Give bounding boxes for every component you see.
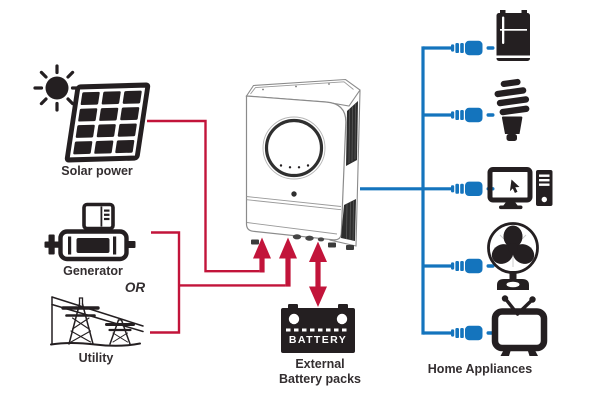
solar-wire (147, 119, 260, 273)
solar-panel-icon (64, 82, 151, 163)
generator-icon (44, 202, 136, 262)
utility-towers-icon (50, 296, 144, 347)
cfl-bulb-icon (494, 78, 530, 141)
battery-icon (281, 304, 355, 353)
generator-label: Generator (63, 264, 123, 278)
refrigerator-icon (496, 10, 530, 61)
or-label: OR (124, 280, 146, 295)
battery-packs-label: External Battery packs (279, 357, 361, 387)
power-plug-icon (451, 107, 495, 123)
inverter-illustration (245, 78, 361, 250)
battery-double-arrow (309, 241, 327, 307)
battery-packs-label-line2: Battery packs (279, 372, 361, 386)
table-fan-icon (487, 222, 539, 290)
dc-input-arrow (253, 237, 271, 273)
power-plug-icon (451, 325, 495, 341)
ac-output-wire (360, 46, 452, 335)
desktop-computer-icon (487, 167, 553, 210)
generator-utility-wire (150, 231, 286, 334)
home-appliances-label: Home Appliances (427, 362, 533, 376)
power-plug-icon (451, 40, 495, 56)
sun-icon (33, 64, 81, 112)
utility-label: Utility (78, 351, 114, 365)
solar-power-label: Solar power (61, 164, 133, 178)
battery-packs-label-line1: External (295, 357, 345, 371)
dc-input-arrow (279, 237, 297, 287)
tv-icon (491, 295, 548, 356)
battery-badge-text: BATTERY (288, 334, 348, 346)
power-plug-icon (451, 258, 495, 274)
